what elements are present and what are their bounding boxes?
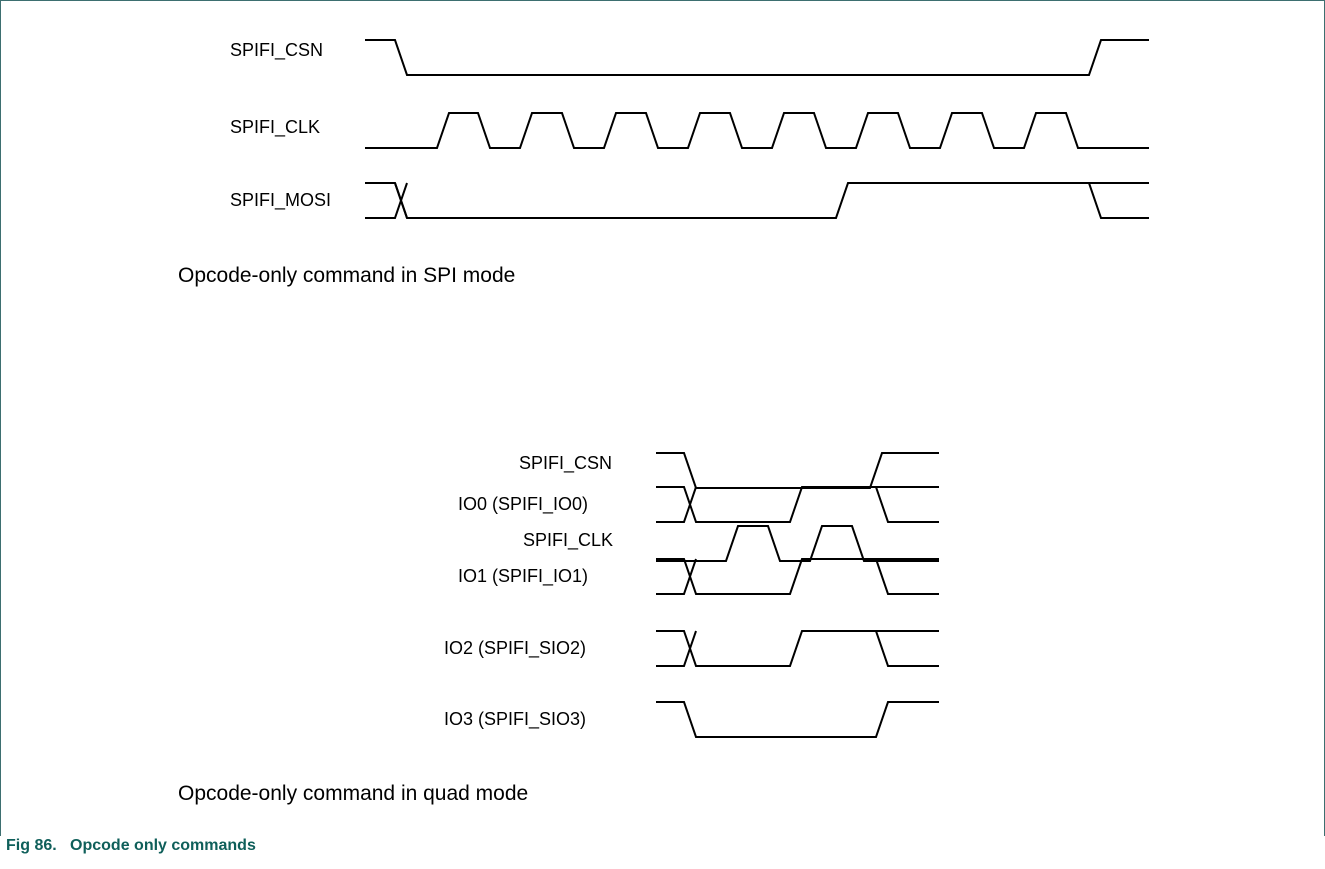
figure-title: Opcode only commands (70, 837, 256, 854)
mosi-waveform-high (365, 182, 1149, 219)
signal-label: SPIFI_MOSI (230, 190, 331, 211)
signal-label: IO3 (SPIFI_SIO3) (444, 709, 586, 730)
csn-waveform (656, 452, 939, 489)
io0-waveform (656, 486, 939, 523)
signal-label: IO2 (SPIFI_SIO2) (444, 638, 586, 659)
mosi-waveform-low (365, 182, 1149, 219)
figure-caption: Fig 86. Opcode only commands (6, 837, 256, 855)
timing-diagram: SPIFI_CSN SPIFI_CLK SPIFI_MOSI Opcode-on… (178, 39, 1149, 805)
signal-label: SPIFI_CSN (519, 453, 612, 474)
signal-label: IO1 (SPIFI_IO1) (458, 566, 588, 587)
signal-label: SPIFI_CSN (230, 40, 323, 61)
clk-waveform (365, 112, 1149, 149)
io1-waveform (656, 558, 939, 595)
figure-number: Fig 86. (6, 837, 57, 854)
quad-mode-caption: Opcode-only command in quad mode (178, 782, 528, 805)
io2-waveform (656, 630, 939, 667)
spi-mode-caption: Opcode-only command in SPI mode (178, 264, 515, 287)
signal-label: IO0 (SPIFI_IO0) (458, 494, 588, 515)
mosi-waveform-fall (394, 182, 408, 219)
signal-label: SPIFI_CLK (523, 530, 613, 551)
csn-waveform (365, 39, 1149, 76)
clk-waveform (656, 525, 939, 562)
signal-label: SPIFI_CLK (230, 117, 320, 138)
io3-waveform (656, 701, 939, 738)
quad-mode-panel: SPIFI_CSN SPIFI_CLK IO0 (SPIFI_IO0) IO1 … (178, 452, 939, 805)
spi-mode-panel: SPIFI_CSN SPIFI_CLK SPIFI_MOSI Opcode-on… (178, 39, 1149, 287)
